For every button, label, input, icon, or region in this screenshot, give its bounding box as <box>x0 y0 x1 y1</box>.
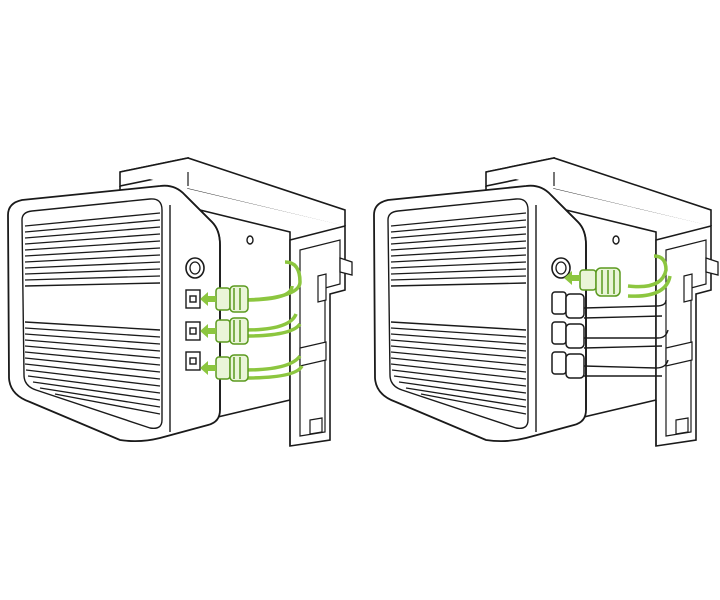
arrow-right-icon <box>564 271 580 285</box>
arrow-right-icon <box>200 292 216 375</box>
connector-3 <box>215 354 249 382</box>
connector-installed-1 <box>551 291 585 319</box>
coax-connector <box>579 267 621 297</box>
connector-1 <box>215 285 249 313</box>
connector-installed-2 <box>551 321 585 349</box>
rj45-port-icon <box>185 289 201 371</box>
panel-right-connectors-installed <box>373 157 719 447</box>
panel-left-insert-connectors <box>7 157 353 447</box>
connector-installed-3 <box>551 351 585 379</box>
connector-2 <box>215 317 249 345</box>
